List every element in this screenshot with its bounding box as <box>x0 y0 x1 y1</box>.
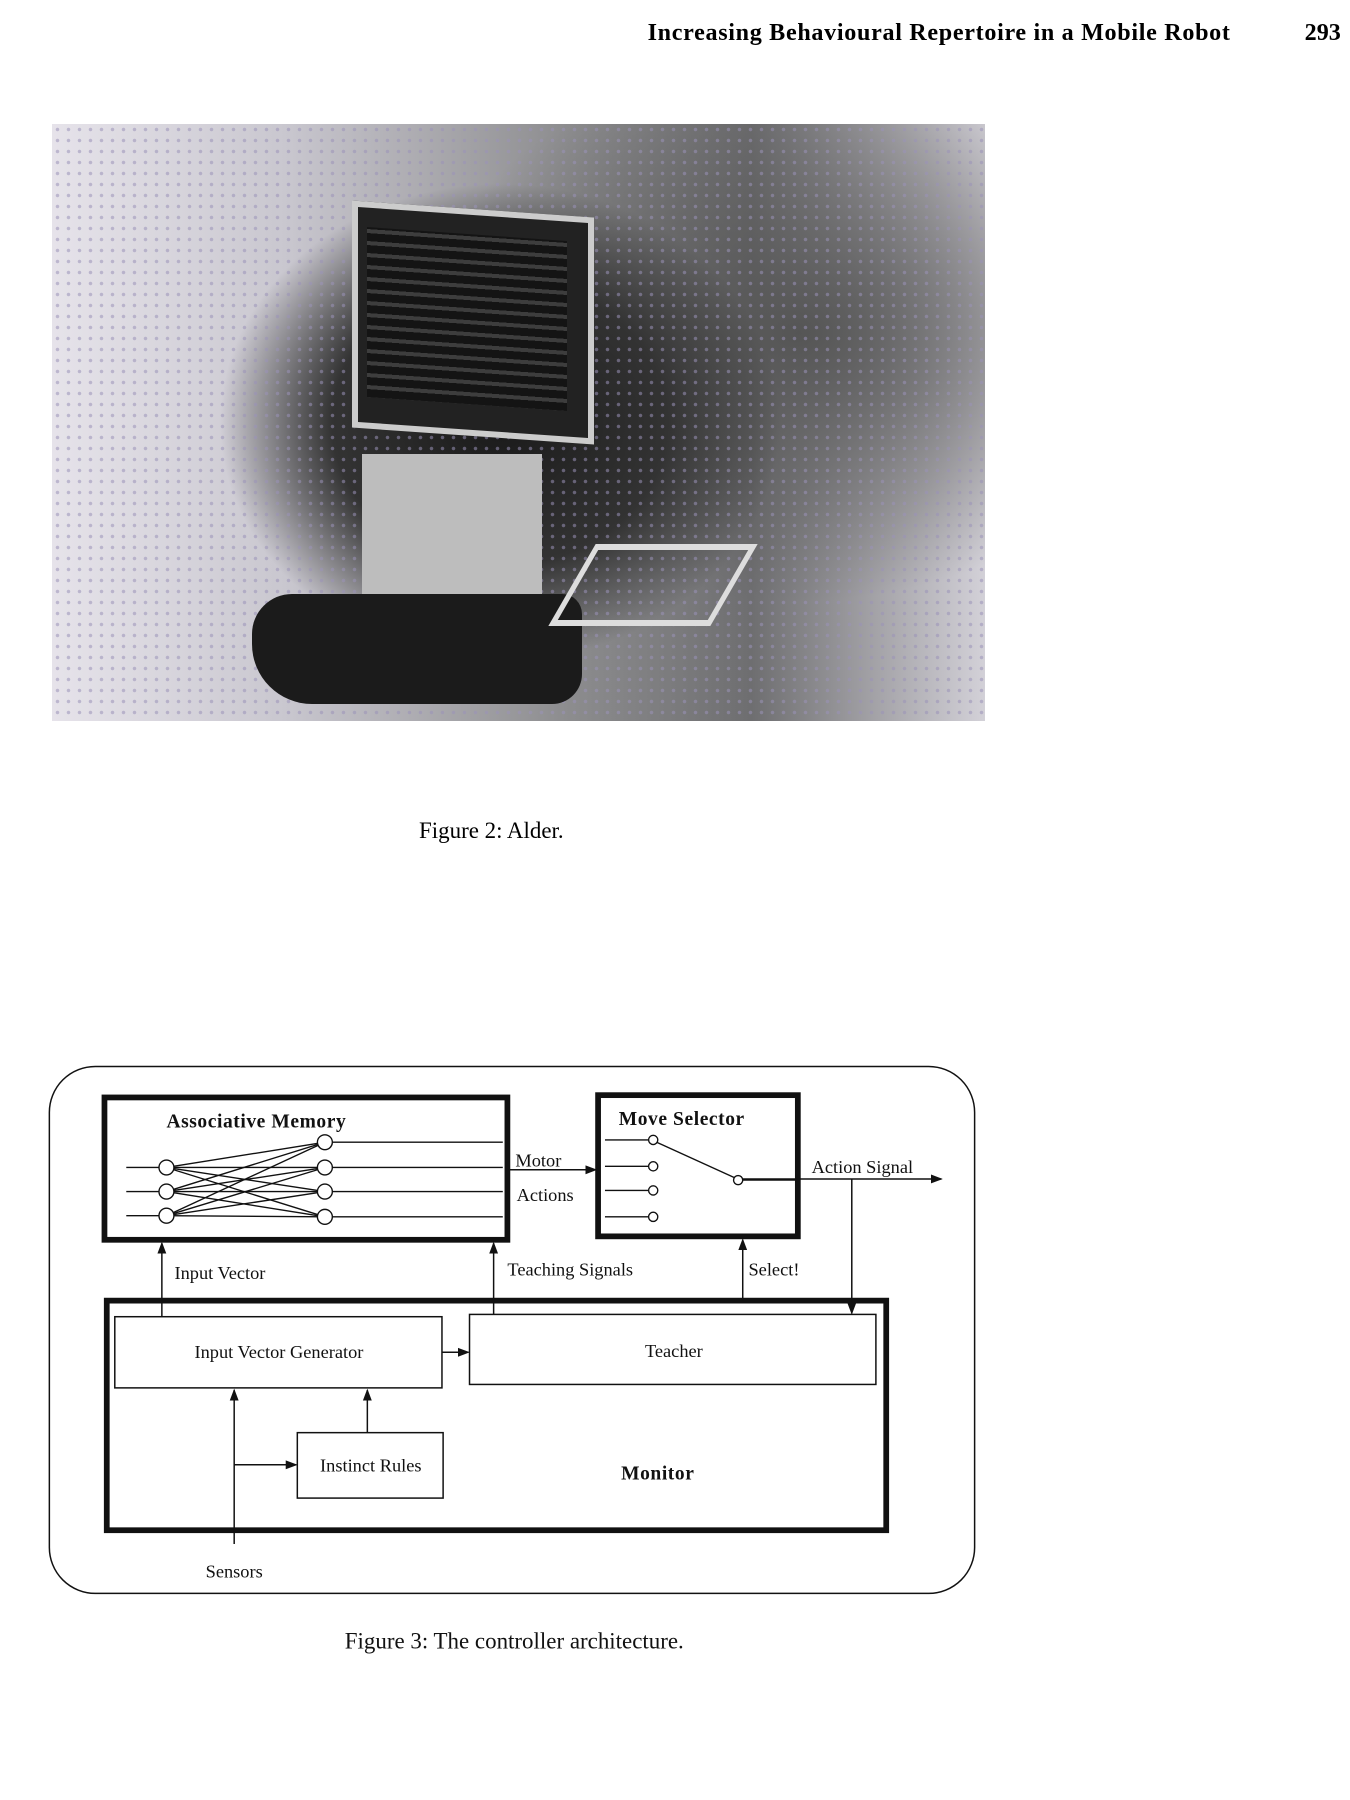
input-node <box>158 1183 175 1200</box>
selector-contact <box>647 1185 659 1196</box>
controller-diagram <box>48 1065 976 1595</box>
output-node <box>316 1208 334 1225</box>
input-vector-label: Input Vector <box>174 1263 265 1283</box>
figure3-caption: Figure 3: The controller architecture. <box>345 1628 684 1653</box>
diagram-frame <box>48 1065 976 1595</box>
connection-line <box>166 1141 325 1169</box>
action-signal-label: Action Signal <box>812 1157 913 1177</box>
monitor-box <box>103 1297 890 1534</box>
input-node <box>158 1159 175 1176</box>
selector-output-contact <box>732 1174 744 1186</box>
output-node <box>316 1183 334 1200</box>
move-selector-label: Move Selector <box>619 1109 745 1130</box>
teacher-label: Teacher <box>645 1341 703 1361</box>
running-title: Increasing Behavioural Repertoire in a M… <box>648 20 1231 46</box>
sensors-label: Sensors <box>206 1561 263 1581</box>
output-node <box>316 1134 334 1151</box>
connection-line <box>166 1215 325 1218</box>
select-label: Select! <box>748 1259 799 1279</box>
teaching-signals-label: Teaching Signals <box>507 1259 633 1279</box>
associative-memory-label: Associative Memory <box>166 1111 346 1132</box>
connection-line <box>166 1166 326 1217</box>
connection-line <box>166 1141 326 1193</box>
input-node <box>158 1207 175 1224</box>
figure2-caption: Figure 2: Alder. <box>419 818 564 843</box>
associative-memory-box <box>101 1094 511 1243</box>
selector-contact <box>647 1211 659 1223</box>
motor-label: Motor <box>515 1150 561 1170</box>
robot-photo <box>52 124 985 721</box>
instinct-rules-label: Instinct Rules <box>320 1456 421 1476</box>
output-node <box>316 1159 334 1176</box>
selector-contact <box>647 1161 659 1172</box>
connection-line <box>166 1190 325 1217</box>
monitor-label: Monitor <box>621 1464 694 1485</box>
page-number: 293 <box>1305 20 1341 46</box>
connection-line <box>166 1141 326 1217</box>
network-graph <box>126 1134 797 1225</box>
selector-switch <box>656 1141 735 1179</box>
actions-label: Actions <box>517 1185 574 1205</box>
input-vector-generator-label: Input Vector Generator <box>194 1342 363 1362</box>
selector-contact <box>647 1134 659 1146</box>
move-selector-box <box>595 1092 801 1240</box>
